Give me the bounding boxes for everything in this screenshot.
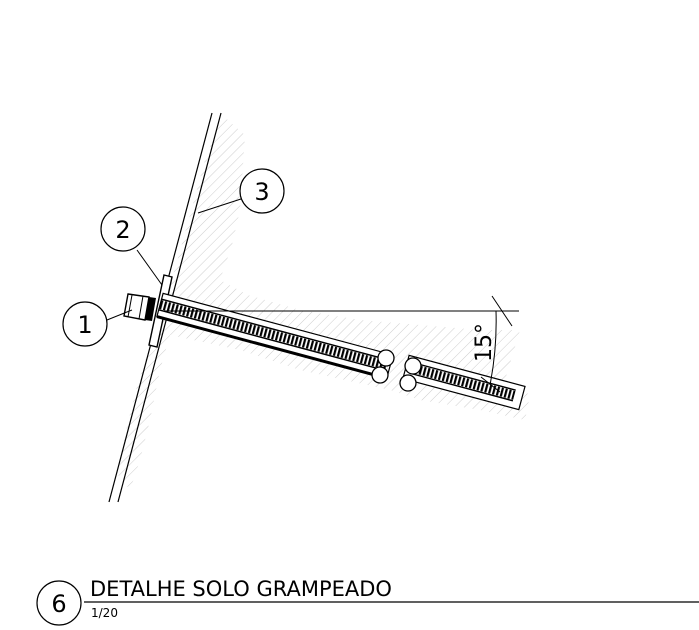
angle-label: 15° — [472, 323, 497, 362]
callout-1: 1 — [62, 301, 133, 347]
detail-number: 6 — [51, 590, 66, 618]
soil-nail-grout-body-1 — [156, 292, 394, 380]
hex-nut — [123, 293, 156, 321]
detail-scale: 1/20 — [91, 606, 118, 620]
detail-title: DETALHE SOLO GRAMPEADO — [90, 577, 392, 601]
soil-nail-grout-body-2 — [402, 354, 526, 411]
title-block: 6 DETALHE SOLO GRAMPEADO 1/20 — [36, 577, 699, 626]
soil-hatching — [118, 115, 530, 490]
callout-3-label: 3 — [254, 178, 269, 206]
callout-3: 3 — [197, 168, 285, 214]
break-symbol-right — [399, 357, 422, 392]
callout-2: 2 — [100, 206, 163, 286]
callout-2-label: 2 — [115, 216, 130, 244]
callout-1-label: 1 — [77, 311, 92, 339]
break-symbol-left — [371, 349, 395, 384]
angle-dimension — [164, 295, 519, 393]
